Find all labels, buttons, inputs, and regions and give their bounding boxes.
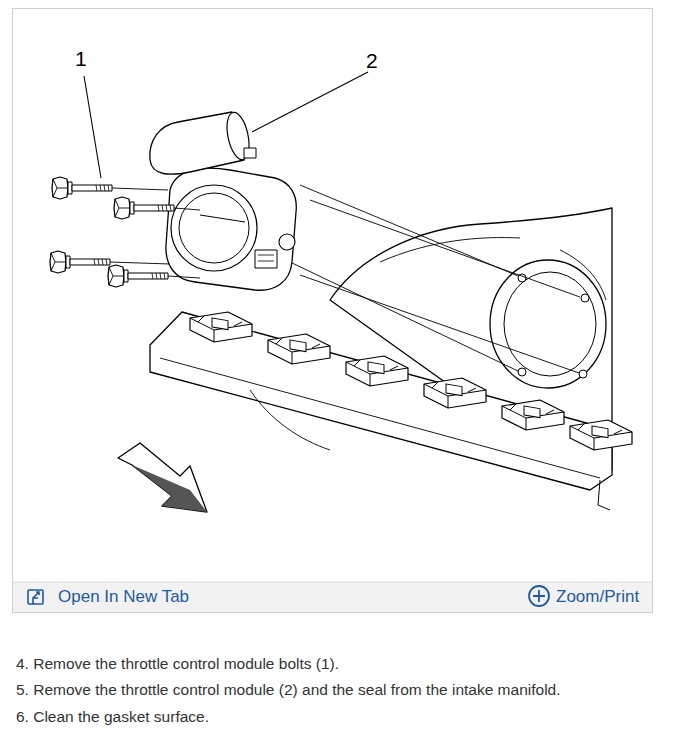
- toolbar-bar: [13, 582, 652, 612]
- procedure-step: 5. Remove the throttle control module (2…: [16, 680, 561, 699]
- procedure-step: 6. Clean the gasket surface.: [16, 707, 209, 726]
- procedure-step: 4. Remove the throttle control module bo…: [16, 654, 339, 673]
- toolbar-link: Zoom/Print: [556, 586, 639, 607]
- toolbar-link: Open In New Tab: [58, 586, 189, 607]
- open-tab-icon: [28, 590, 43, 604]
- image-frame: [13, 9, 653, 613]
- callout-number: 2: [366, 48, 378, 74]
- callout-number: 1: [75, 46, 87, 72]
- zoom-icon: [529, 586, 549, 606]
- illustration: [50, 72, 632, 512]
